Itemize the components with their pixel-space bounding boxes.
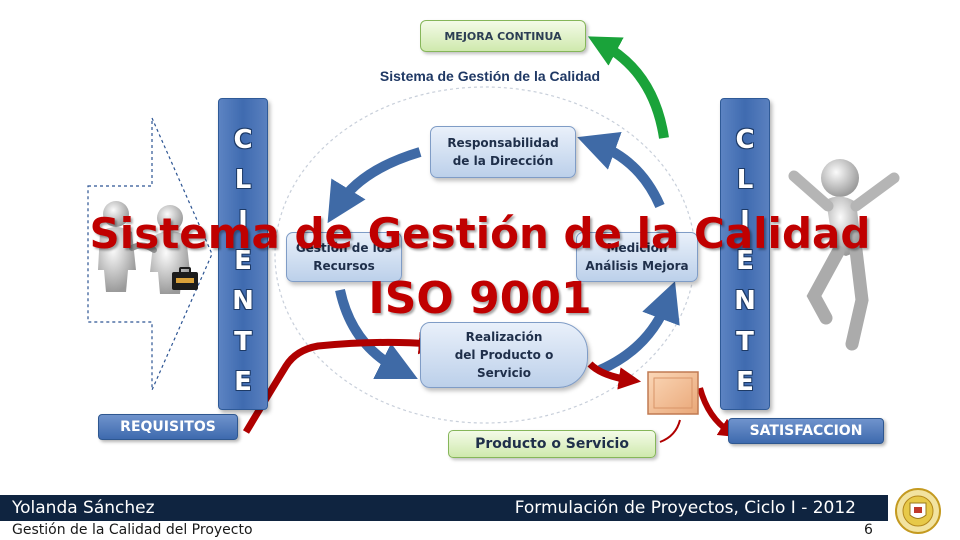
node-responsabilidad-line2: de la Dirección: [452, 154, 554, 168]
node-gestion-recursos: Gestión de los Recursos: [286, 232, 402, 282]
node-realizacion: Realización del Producto o Servicio: [420, 322, 588, 388]
cliente-left-letter: L: [234, 165, 252, 196]
cliente-left-letter: C: [233, 125, 253, 155]
university-seal-icon: [895, 488, 941, 534]
input-arrow-outline: [87, 117, 213, 391]
cliente-column-right: C L I E N T E: [720, 98, 770, 410]
cycle-arrow-top-left: [327, 147, 422, 224]
cliente-right-letter: T: [736, 326, 754, 357]
product-arrow: [587, 361, 642, 390]
cycle-arrow-left-bottom: [335, 288, 418, 379]
mejora-continua-label: MEJORA CONTINUA: [444, 29, 562, 43]
product-box-icon: [647, 371, 699, 415]
overlay-title: Sistema de Gestión de la Calidad: [89, 209, 871, 258]
footer-author: Yolanda Sánchez: [12, 498, 155, 518]
mejora-arrow: [587, 36, 669, 139]
node-gestion-line1: Gestión de los: [295, 241, 393, 255]
requisitos-label: REQUISITOS: [98, 414, 238, 440]
cliente-left-letter: N: [232, 286, 254, 317]
cycle-arrow-bottom-right: [597, 281, 680, 375]
node-medicion-line1: Medición: [606, 241, 668, 255]
producto-servicio-label: Producto o Servicio: [448, 430, 656, 458]
page-number: 6: [864, 522, 873, 538]
node-realizacion-line2: del Producto o: [454, 348, 554, 362]
node-gestion-line2: Recursos: [313, 259, 375, 273]
cliente-right-letter: I: [740, 205, 750, 236]
mejora-continua-box: MEJORA CONTINUA: [420, 20, 586, 52]
cycle-arrow-right-top: [577, 132, 665, 209]
jumping-figure-icon: [788, 159, 900, 351]
requisitos-arrow: [242, 331, 442, 434]
sgc-title: Sistema de Gestión de la Calidad: [379, 68, 601, 84]
briefcase-icon: [172, 267, 198, 290]
cliente-column-left: C L I E N T E: [218, 98, 268, 410]
satisfaccion-arrow: [697, 387, 739, 438]
handshake-figures-icon: [98, 201, 190, 294]
footer-course: Formulación de Proyectos, Ciclo I - 2012: [514, 498, 856, 518]
cliente-right-letter: E: [736, 245, 754, 276]
node-responsabilidad: Responsabilidad de la Dirección: [430, 126, 576, 178]
cliente-right-letter: L: [736, 165, 754, 196]
satisfaccion-label: SATISFACCION: [728, 418, 884, 444]
node-medicion: Medición Análisis Mejora: [576, 232, 698, 282]
cliente-right-letter: N: [734, 286, 756, 317]
overlay-subtitle: ISO 9001: [368, 273, 592, 324]
footer-subtitle: Gestión de la Calidad del Proyecto: [12, 522, 253, 538]
node-realizacion-line1: Realización: [465, 330, 543, 344]
footer-bar: [0, 495, 888, 521]
node-responsabilidad-line1: Responsabilidad: [447, 136, 559, 150]
cliente-right-letter: C: [735, 125, 755, 155]
cliente-left-letter: E: [234, 366, 252, 397]
cliente-left-letter: I: [238, 205, 248, 236]
node-realizacion-line3: Servicio: [476, 366, 532, 380]
producto-pointer: [659, 419, 681, 443]
cliente-left-letter: E: [234, 245, 252, 276]
cliente-right-letter: E: [736, 366, 754, 397]
node-medicion-line2: Análisis Mejora: [585, 259, 689, 273]
cliente-left-letter: T: [234, 326, 252, 357]
